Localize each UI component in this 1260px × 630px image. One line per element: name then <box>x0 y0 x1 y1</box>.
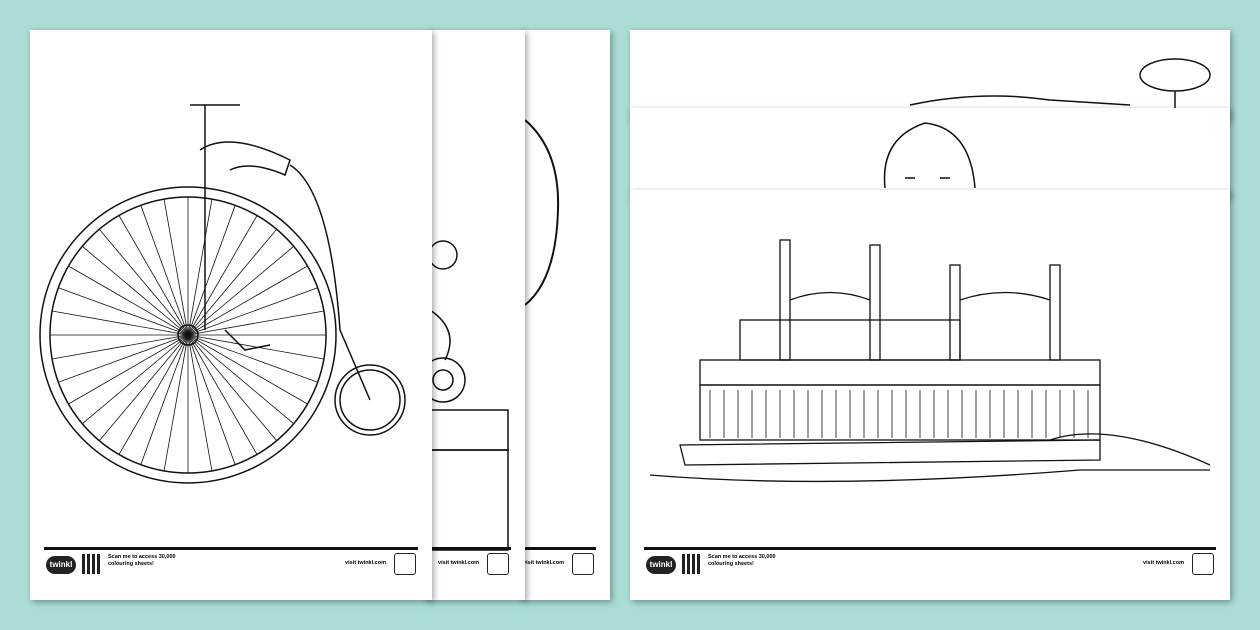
wheel-spoke <box>52 334 189 360</box>
steamboat-drawing <box>649 239 1211 483</box>
wheel-spoke <box>68 265 189 336</box>
coloring-sheet-steamboat: twinkl Scan me to access 30,000 colourin… <box>630 190 1230 600</box>
sheet-footer: twinkl Scan me to access 30,000 colourin… <box>44 547 418 586</box>
wheel-spoke <box>58 334 189 383</box>
drawing-outline <box>524 119 560 306</box>
wheel-spoke <box>187 199 213 336</box>
badge-icon <box>1192 553 1214 575</box>
visit-link: visit twinkl.com <box>438 560 479 566</box>
drawing-machine <box>425 240 509 551</box>
wheel-spoke <box>140 334 189 465</box>
wheel-spoke <box>187 334 258 455</box>
qr-code <box>682 554 702 574</box>
coloring-sheet-back-top <box>630 30 1230 120</box>
scan-text: Scan me to access 30,000 colouring sheet… <box>108 554 176 567</box>
wheel-spoke <box>82 334 189 425</box>
wheel-spoke <box>140 205 189 336</box>
wheel-spoke <box>118 215 189 336</box>
penny-farthing-drawing <box>39 104 406 484</box>
wheel-spoke <box>187 310 324 336</box>
visit-link: visit twinkl.com <box>345 560 386 566</box>
wheel-spoke <box>163 334 189 471</box>
wheel-spoke <box>82 245 189 336</box>
coloring-sheet-back-1: visit twinkl.com <box>425 30 525 600</box>
wheel-spoke <box>187 334 213 471</box>
wheel-spoke <box>187 205 236 336</box>
sheet-footer: visit twinkl.com <box>520 547 596 586</box>
wheel-spoke <box>68 334 189 405</box>
wheel-spoke <box>187 334 318 383</box>
wheel-spoke <box>58 287 189 336</box>
drawing-portrait <box>883 122 976 189</box>
wheel-spoke <box>163 199 189 336</box>
badge-icon <box>572 553 594 575</box>
sheet-footer: visit twinkl.com <box>425 547 511 586</box>
wheel-spoke <box>187 265 308 336</box>
wheel-spoke <box>187 334 308 405</box>
wheel-spoke <box>118 334 189 455</box>
visit-link: visit twinkl.com <box>1143 560 1184 566</box>
visit-link: visit twinkl.com <box>523 560 564 566</box>
sheet-footer: twinkl Scan me to access 30,000 colourin… <box>644 547 1216 586</box>
coloring-sheet-penny-farthing: twinkl Scan me to access 30,000 colourin… <box>30 30 432 600</box>
drawing-vehicle <box>909 58 1211 110</box>
wheel-spoke <box>187 334 278 441</box>
coloring-sheet-back-middle <box>630 108 1230 198</box>
wheel-spoke <box>187 334 324 360</box>
badge-icon <box>487 553 509 575</box>
qr-code <box>82 554 102 574</box>
wheel-spoke <box>187 215 258 336</box>
wheel-spoke <box>187 334 294 425</box>
wheel-spoke <box>187 334 236 465</box>
badge-icon <box>394 553 416 575</box>
wheel-spoke <box>98 229 189 336</box>
wheel-spoke <box>52 310 189 336</box>
wheel-spoke <box>187 229 278 336</box>
wheel-spoke <box>187 287 318 336</box>
twinkl-logo: twinkl <box>646 556 676 574</box>
scan-text: Scan me to access 30,000 colouring sheet… <box>708 554 776 567</box>
wheel-spoke <box>98 334 189 441</box>
twinkl-logo: twinkl <box>46 556 76 574</box>
coloring-sheet-back-2: visit twinkl.com <box>520 30 610 600</box>
